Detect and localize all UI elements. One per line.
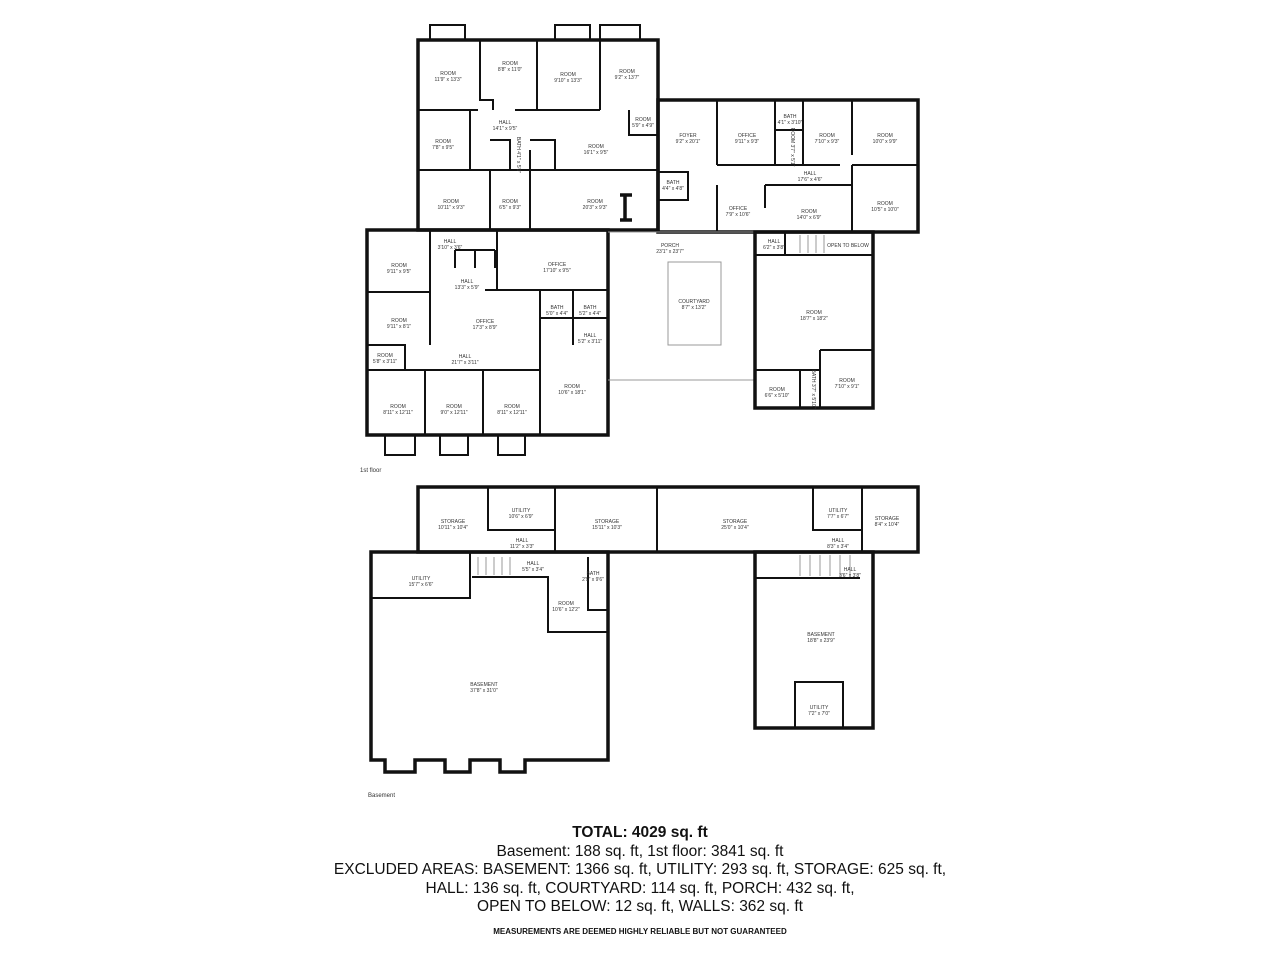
disclaimer: MEASUREMENTS ARE DEEMED HIGHLY RELIABLE …: [493, 927, 787, 936]
first-floor-room-label: BATH 3'7" x 5'10": [810, 370, 816, 409]
basement-walls: [369, 485, 920, 774]
first-floor-room-label: OPEN TO BELOW: [827, 243, 869, 249]
first-floor-label: 1st floor: [360, 468, 382, 474]
basement-floor-label: Basement: [368, 793, 396, 799]
area-summary: TOTAL: 4029 sq. ft Basement: 188 sq. ft,…: [0, 824, 1280, 917]
floor-areas: Basement: 188 sq. ft, 1st floor: 3841 sq…: [496, 842, 784, 860]
excluded-areas-line-1: EXCLUDED AREAS: BASEMENT: 1366 sq. ft, U…: [333, 861, 947, 879]
total-area: TOTAL: 4029 sq. ft: [572, 824, 708, 841]
first-floor-room-label: ROOM 3'7" x 5'1": [789, 128, 795, 167]
excluded-areas-line-3: OPEN TO BELOW: 12 sq. ft, WALLS: 362 sq.…: [477, 898, 803, 916]
first-floor-room-label: BATH 4'1" x 5'0": [515, 137, 521, 173]
first-floor-walls: [365, 24, 920, 456]
excluded-areas-line-2: HALL: 136 sq. ft, COURTYARD: 114 sq. ft,…: [425, 879, 855, 897]
